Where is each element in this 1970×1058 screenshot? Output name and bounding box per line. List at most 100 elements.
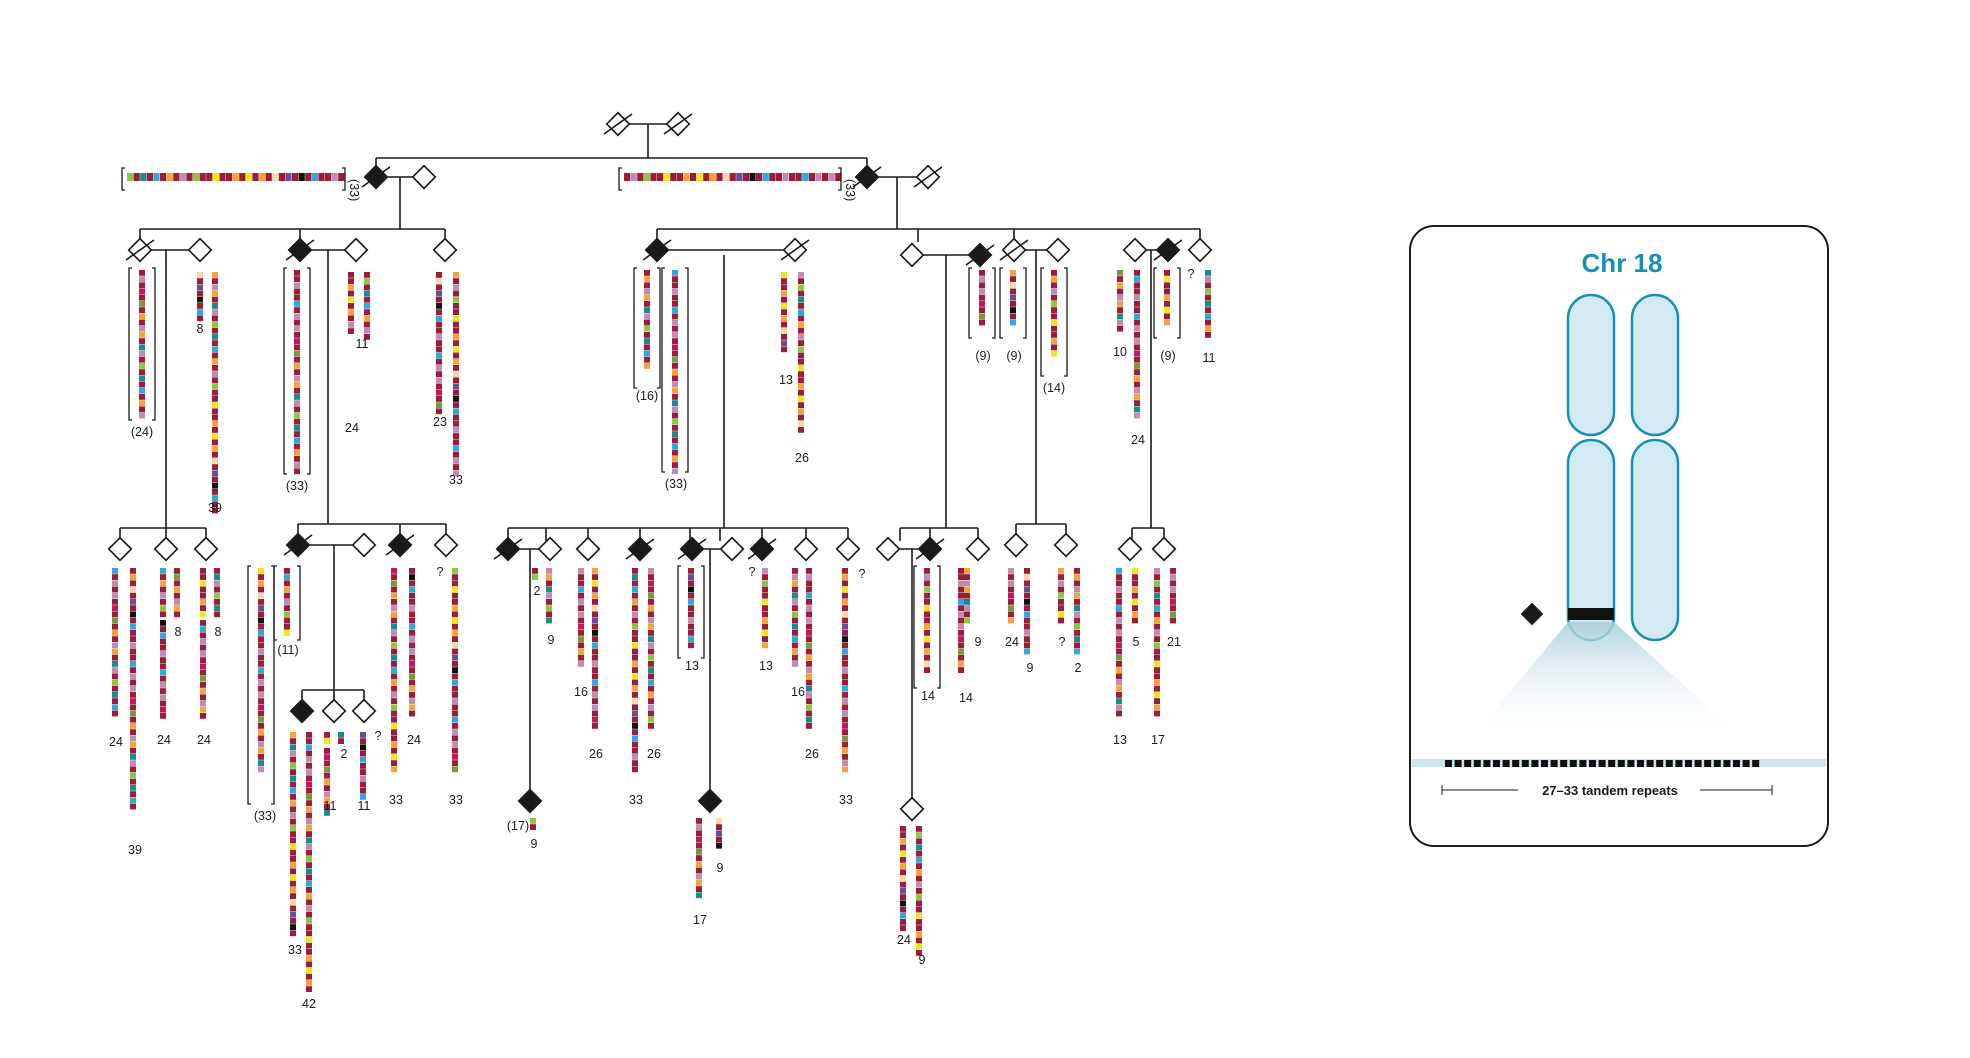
repeat-unit-mark [1665,760,1673,767]
repeat-unit [453,470,459,477]
repeat-count-label: 11 [358,799,371,813]
repeat-unit [130,785,136,791]
repeat-unit [197,303,203,309]
repeat-unit [160,700,166,707]
repeat-unit [409,654,415,661]
repeat-unit [792,592,798,599]
repeat-unit [112,685,118,692]
repeat-unit [632,685,638,692]
repeat-unit [1205,301,1211,307]
repeat-unit [781,272,787,278]
repeat-unit [979,288,985,295]
repeat-unit [130,617,136,624]
repeat-unit [436,296,442,303]
repeat-unit [112,710,118,717]
repeat-unit [916,937,922,944]
repeat-unit [130,692,136,698]
repeat-unit [806,673,812,680]
repeat-unit [290,862,296,868]
repeat-unit [1074,605,1080,611]
repeat-count-label: 5 [1133,635,1140,649]
repeat-unit [212,414,218,421]
repeat-unit [798,334,804,340]
repeat-unit [781,303,787,309]
repeat-unit [842,648,848,655]
repeat-unit [294,325,300,332]
repeat-unit [364,309,370,315]
repeat-unit [592,654,598,661]
repeat-unit [1164,307,1170,313]
repeat-unit [672,462,678,468]
repeat-unit [294,425,300,431]
repeat-unit [324,754,330,760]
repeat-unit [630,173,637,181]
bracket [999,267,1027,339]
deceased-slash-icon [361,166,391,188]
repeat-unit [305,173,312,181]
repeat-unit [842,636,848,642]
repeat-unit [290,787,296,794]
repeat-unit [1134,270,1140,276]
repeat-unit [648,623,654,630]
repeat-count-label: (9) [975,349,990,363]
repeat-unit [648,692,654,698]
repeat-unit [139,344,145,351]
affected-individual-icon [289,698,315,724]
chromatid-right-upper [1630,293,1680,437]
repeat-unit [212,173,219,181]
repeat-count-label: (16) [636,389,658,403]
repeat-unit [672,325,678,332]
repeat-unit [453,272,459,278]
repeat-unit [1074,580,1080,587]
repeat-unit [632,716,638,723]
repeat-unit [391,747,397,754]
repeat-count-label: 26 [589,747,603,761]
repeat-unit [792,599,798,605]
repeat-unit [1205,270,1211,276]
repeat-unit [828,173,835,181]
repeat-unit [592,698,598,704]
repeat-unit [592,617,598,624]
repeat-unit [696,842,702,849]
unaffected-individual-icon [793,536,819,562]
repeat-unit [663,173,670,181]
repeat-unit [290,843,296,850]
repeat-unit [632,679,638,686]
repeat-unit [200,651,206,657]
repeat-unit [592,592,598,599]
repeat-unit [696,173,703,181]
repeat-unit [648,679,654,686]
repeat-unit [258,654,264,661]
repeat-unit [364,315,370,322]
repeat-unit [294,400,300,406]
repeat-unit [632,766,638,773]
repeat-unit [112,692,118,698]
repeat-count-label: 24 [109,735,123,749]
repeat-unit [1154,673,1160,680]
unaffected-individual-icon [719,536,745,562]
repeat-unit [644,319,650,326]
repeat-unit [294,356,300,363]
repeat-unit [364,327,370,334]
repeat-unit [958,586,964,593]
repeat-unit [672,294,678,301]
repeat-unit [1132,599,1138,605]
repeat-unit [290,744,296,751]
repeat-unit [436,371,442,377]
repeat-count-label: 24 [897,933,911,947]
repeat-unit [1058,568,1064,574]
repeat-unit [452,654,458,661]
repeat-unit [688,630,694,636]
repeat-unit [294,406,300,413]
repeat-unit [112,611,118,618]
repeat-unit [139,282,145,289]
repeat-unit [1116,698,1122,704]
repeat-unit [644,282,650,289]
repeat-unit [696,892,702,899]
repeat-unit [798,414,804,421]
repeat-unit [916,844,922,851]
repeat-unit [723,173,730,181]
repeat-unit [1051,307,1057,313]
repeat-unit [916,857,922,863]
repeat-unit [1116,611,1122,618]
